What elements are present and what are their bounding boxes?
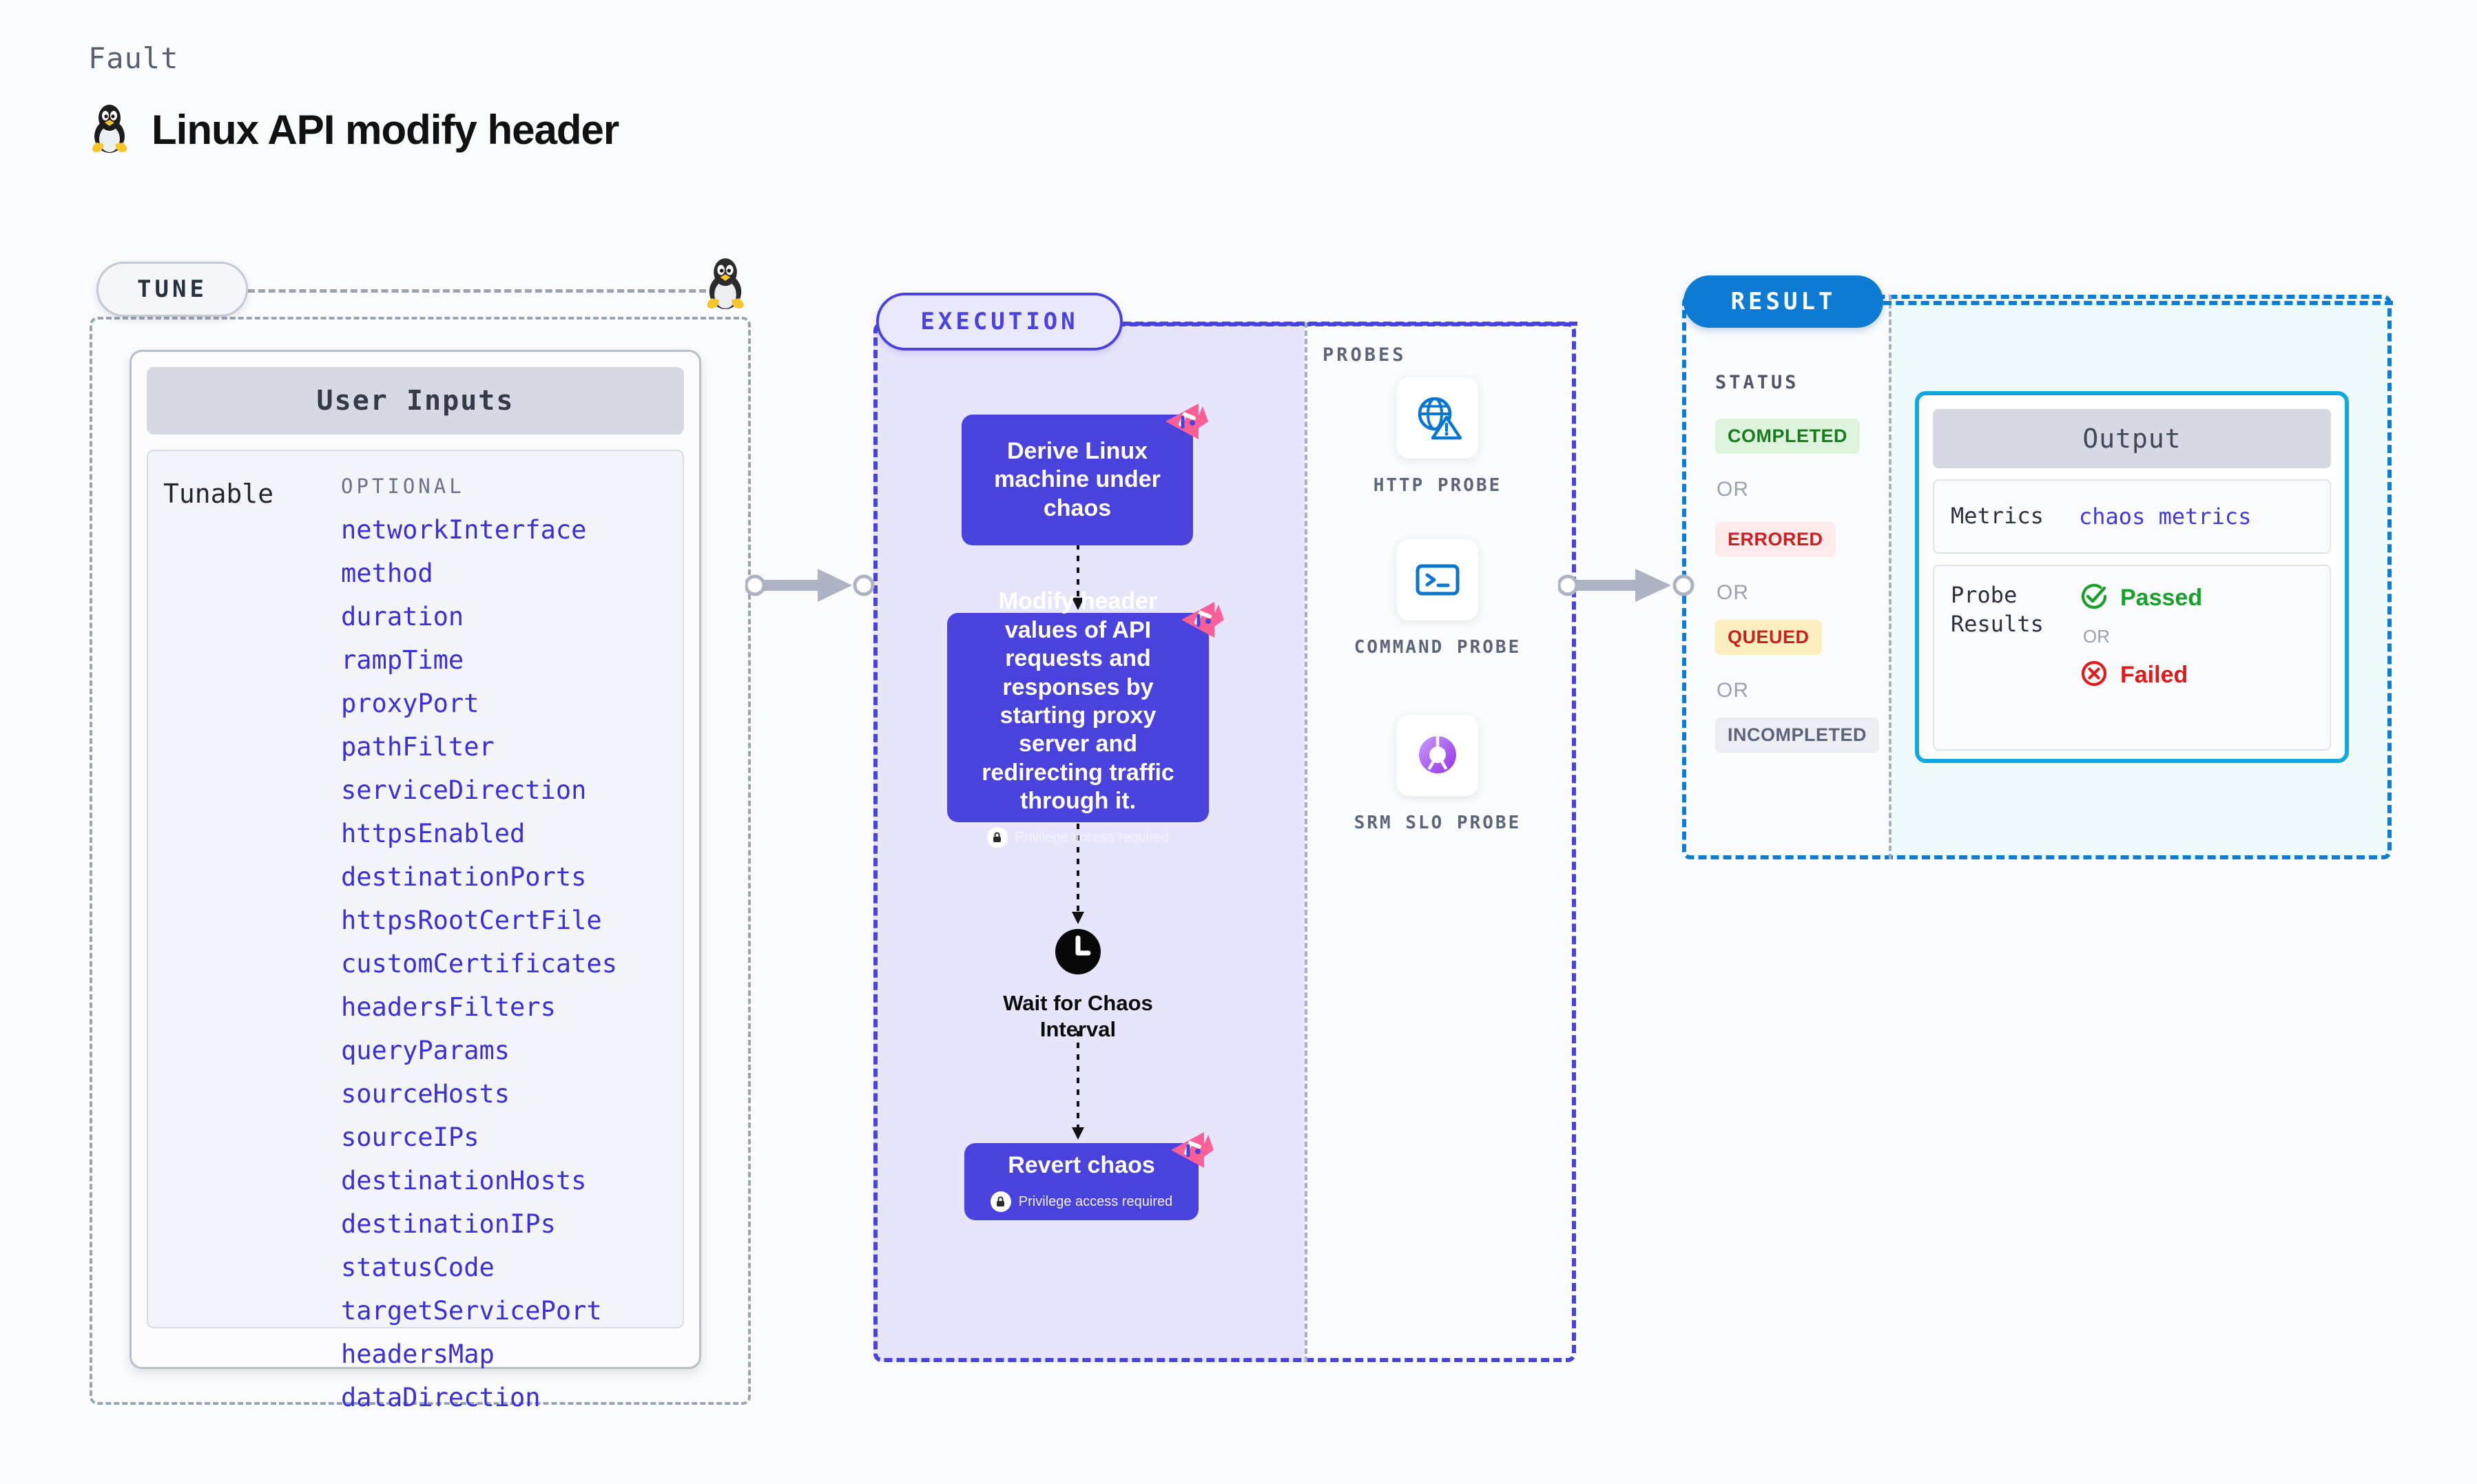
output-row-metrics: Metrics chaos metrics <box>1933 479 2331 554</box>
page-header: Fault Linux API modify header <box>88 41 619 157</box>
tunable-item[interactable]: headersMap <box>341 1339 495 1369</box>
tune-to-execution-connector <box>744 565 883 609</box>
status-caption: STATUS <box>1715 372 1799 393</box>
user-inputs-card: User Inputs Tunable OPTIONAL networkInte… <box>129 350 701 1410</box>
check-circle-icon <box>2079 581 2109 615</box>
fault-kicker: Fault <box>88 41 179 75</box>
probe-result-failed: Failed <box>2079 658 2313 692</box>
status-badge-incompleted: INCOMPLETED <box>1715 718 1880 753</box>
probe-label: SRM SLO PROBE <box>1354 813 1522 833</box>
tunable-item[interactable]: headersFilters <box>341 992 556 1022</box>
tunable-item-list: OPTIONAL networkInterface method duratio… <box>341 474 676 1410</box>
metrics-value: chaos metrics <box>2079 503 2313 530</box>
lock-icon <box>990 1191 1011 1212</box>
tunable-item[interactable]: method <box>341 558 433 588</box>
status-badge-errored: ERRORED <box>1715 522 1836 557</box>
probe-result-or: OR <box>2083 626 2110 647</box>
flow-node-revert-chaos[interactable]: Revert chaos Privilege access required <box>964 1132 1214 1220</box>
execution-pill[interactable]: EXECUTION <box>876 293 1123 351</box>
probe-srm-slo[interactable]: SRM SLO PROBE <box>1351 715 1524 835</box>
failed-label: Failed <box>2120 662 2188 688</box>
linux-penguin-icon-marker <box>703 256 748 313</box>
status-or-2: OR <box>1717 581 1749 604</box>
tunable-item[interactable]: httpsRootCertFile <box>341 906 602 935</box>
probe-label: HTTP PROBE <box>1373 475 1502 496</box>
page-title-row: Linux API modify header <box>88 103 619 157</box>
output-row-probe-results: Probe Results Passed OR <box>1933 565 2331 751</box>
probe-result-passed: Passed <box>2079 581 2313 615</box>
tunable-item[interactable]: sourceHosts <box>341 1079 510 1109</box>
tunable-item[interactable]: destinationIPs <box>341 1209 556 1239</box>
output-title: Output <box>1933 409 2331 468</box>
tune-panel <box>90 317 751 1405</box>
tunable-item[interactable]: destinationPorts <box>341 862 587 892</box>
flow-arrow-3 <box>1068 1031 1088 1146</box>
probes-caption: PROBES <box>1323 344 1407 366</box>
flow-node-wait-interval[interactable]: Wait for Chaos Interval <box>992 926 1164 1043</box>
probe-http[interactable]: HTTP PROBE <box>1351 377 1524 498</box>
status-badge-completed: COMPLETED <box>1715 419 1861 454</box>
tunable-item[interactable]: statusCode <box>341 1253 495 1282</box>
tunable-item[interactable]: targetServicePort <box>341 1296 602 1326</box>
privilege-label: Privilege access required <box>1018 1193 1173 1209</box>
execution-probes-divider <box>1305 322 1307 1362</box>
flow-arrow-2 <box>1068 824 1088 930</box>
tunable-item[interactable]: queryParams <box>341 1036 510 1065</box>
tunable-item[interactable]: proxyPort <box>341 689 479 718</box>
x-circle-icon <box>2079 658 2109 692</box>
result-column-divider <box>1889 295 1892 859</box>
flow-node-label: Revert chaos <box>1008 1152 1155 1179</box>
probe-command[interactable]: COMMAND PROBE <box>1351 539 1524 660</box>
output-card: Output Metrics chaos metrics Probe Resul… <box>1915 391 2349 763</box>
tunable-item[interactable]: customCertificates <box>341 949 617 979</box>
globe-warning-icon <box>1397 377 1478 459</box>
linux-penguin-icon <box>88 103 131 157</box>
flow-node-label: Derive Linux machine under chaos <box>994 437 1161 521</box>
chaos-metrics-link[interactable]: chaos metrics <box>2079 503 2252 530</box>
status-or-3: OR <box>1717 679 1749 702</box>
tunable-item[interactable]: duration <box>341 602 464 631</box>
user-inputs-title: User Inputs <box>147 367 684 435</box>
flow-arrow-1 <box>1068 544 1088 616</box>
optional-caption: OPTIONAL <box>341 474 465 498</box>
result-status-column <box>1682 295 1889 859</box>
page-title: Linux API modify header <box>152 107 619 153</box>
flow-node-label: Modify header values of API requests and… <box>982 588 1174 815</box>
lock-icon <box>986 826 1008 848</box>
privilege-label: Privilege access required <box>1015 829 1170 845</box>
passed-label: Passed <box>2120 585 2203 611</box>
slo-donut-icon <box>1397 715 1478 796</box>
execution-connector-line <box>1123 322 1577 326</box>
clock-icon <box>1053 926 1103 981</box>
result-connector-line <box>1883 301 2393 305</box>
probe-label: COMMAND PROBE <box>1354 637 1522 658</box>
probe-results-key-label: Probe Results <box>1951 582 2044 637</box>
probe-results-value: Passed OR Failed <box>2079 581 2313 734</box>
status-or-1: OR <box>1717 478 1749 501</box>
metrics-key-label: Metrics <box>1951 503 2044 530</box>
result-pill[interactable]: RESULT <box>1683 275 1883 328</box>
terminal-icon <box>1397 539 1478 620</box>
flow-node-label: Wait for Chaos Interval <box>1003 991 1153 1041</box>
tunable-item[interactable]: rampTime <box>341 645 464 675</box>
privilege-badge: Privilege access required <box>986 826 1170 848</box>
status-badge-queued: QUEUED <box>1715 620 1822 655</box>
tunable-item[interactable]: networkInterface <box>341 515 587 545</box>
tune-connector-line <box>248 289 716 293</box>
tunable-item[interactable]: sourceIPs <box>341 1122 479 1152</box>
tune-pill[interactable]: TUNE <box>96 262 248 317</box>
tunable-item[interactable]: pathFilter <box>341 732 495 762</box>
tunable-label: Tunable <box>163 479 274 509</box>
execution-to-result-connector <box>1557 565 1703 609</box>
flow-node-modify-header[interactable]: Modify header values of API requests and… <box>947 588 1224 848</box>
tunable-item[interactable]: httpsEnabled <box>341 819 526 848</box>
privilege-badge: Privilege access required <box>990 1191 1173 1212</box>
tunable-section: Tunable OPTIONAL networkInterface method… <box>147 450 684 1410</box>
flow-node-derive-machine[interactable]: Derive Linux machine under chaos <box>962 404 1208 545</box>
tunable-item[interactable]: serviceDirection <box>341 775 587 805</box>
tunable-item[interactable]: dataDirection <box>341 1383 541 1412</box>
tunable-item[interactable]: destinationHosts <box>341 1166 587 1195</box>
